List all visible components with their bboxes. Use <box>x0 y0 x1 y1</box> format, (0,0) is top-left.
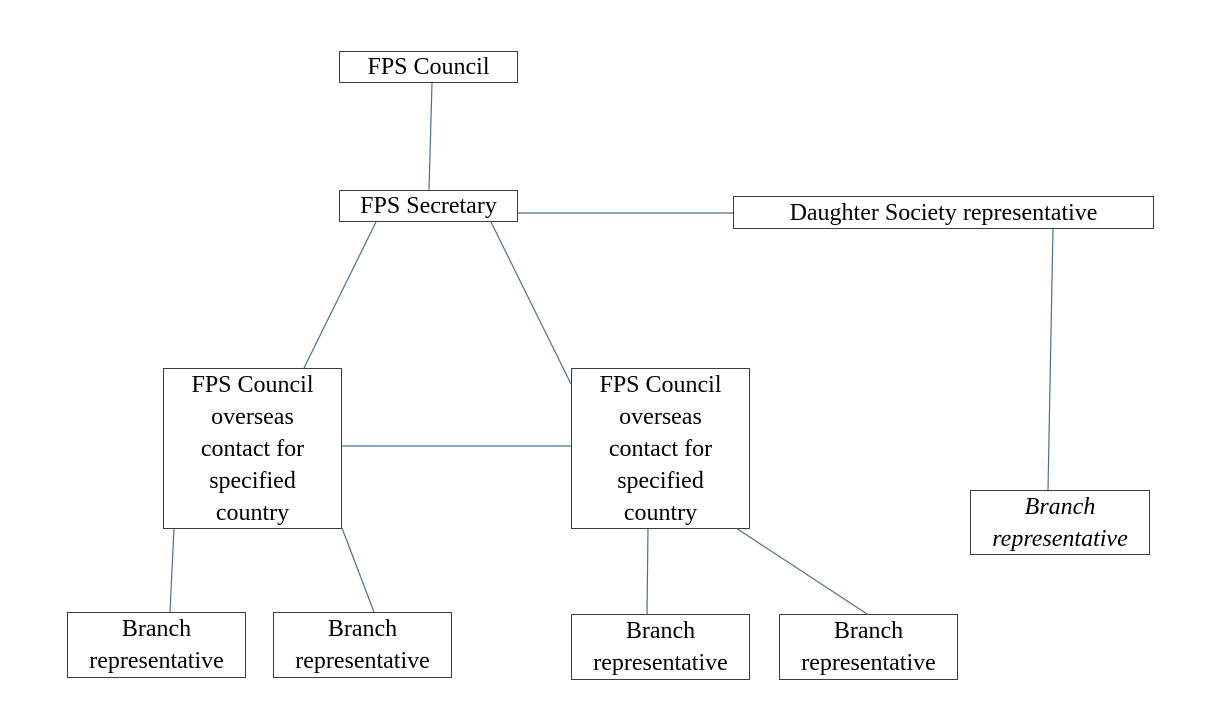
edge-overseas-right-branch-3 <box>646 527 649 615</box>
daughter-branch-representative-label: Branch representative <box>992 493 1128 552</box>
edge-secretary-overseas-right <box>490 221 572 385</box>
fps-council-box: FPS Council <box>339 51 518 83</box>
branch-representative-2-box: Branch representative <box>273 612 452 678</box>
edge-overseas-left-branch-1 <box>169 527 175 613</box>
overseas-contact-right-label: FPS Council overseas contact for specifi… <box>599 371 722 526</box>
overseas-contact-right-box: FPS Council overseas contact for specifi… <box>571 368 750 529</box>
edge-daughter-branch <box>1047 227 1054 491</box>
daughter-society-label: Daughter Society representative <box>789 199 1098 226</box>
branch-representative-1-label: Branch representative <box>89 616 224 674</box>
overseas-contact-left-box: FPS Council overseas contact for specifi… <box>163 368 342 529</box>
overseas-contact-left-label: FPS Council overseas contact for specifi… <box>191 371 314 526</box>
branch-representative-3-box: Branch representative <box>571 614 750 680</box>
daughter-society-box: Daughter Society representative <box>733 196 1154 229</box>
fps-secretary-box: FPS Secretary <box>339 190 518 222</box>
edge-secretary-overseas-left <box>303 221 377 369</box>
branch-representative-2-label: Branch representative <box>295 616 430 674</box>
fps-council-label: FPS Council <box>367 54 490 80</box>
edge-overseas-right-branch-4 <box>735 527 868 615</box>
branch-representative-1-box: Branch representative <box>67 612 246 678</box>
edge-council-secretary <box>428 82 433 191</box>
fps-secretary-label: FPS Secretary <box>360 193 497 219</box>
branch-representative-4-label: Branch representative <box>801 618 936 676</box>
edge-overseas-left-branch-2 <box>341 527 375 613</box>
branch-representative-3-label: Branch representative <box>593 618 728 676</box>
daughter-branch-representative-box: Branch representative <box>970 490 1150 555</box>
branch-representative-4-box: Branch representative <box>779 614 958 680</box>
